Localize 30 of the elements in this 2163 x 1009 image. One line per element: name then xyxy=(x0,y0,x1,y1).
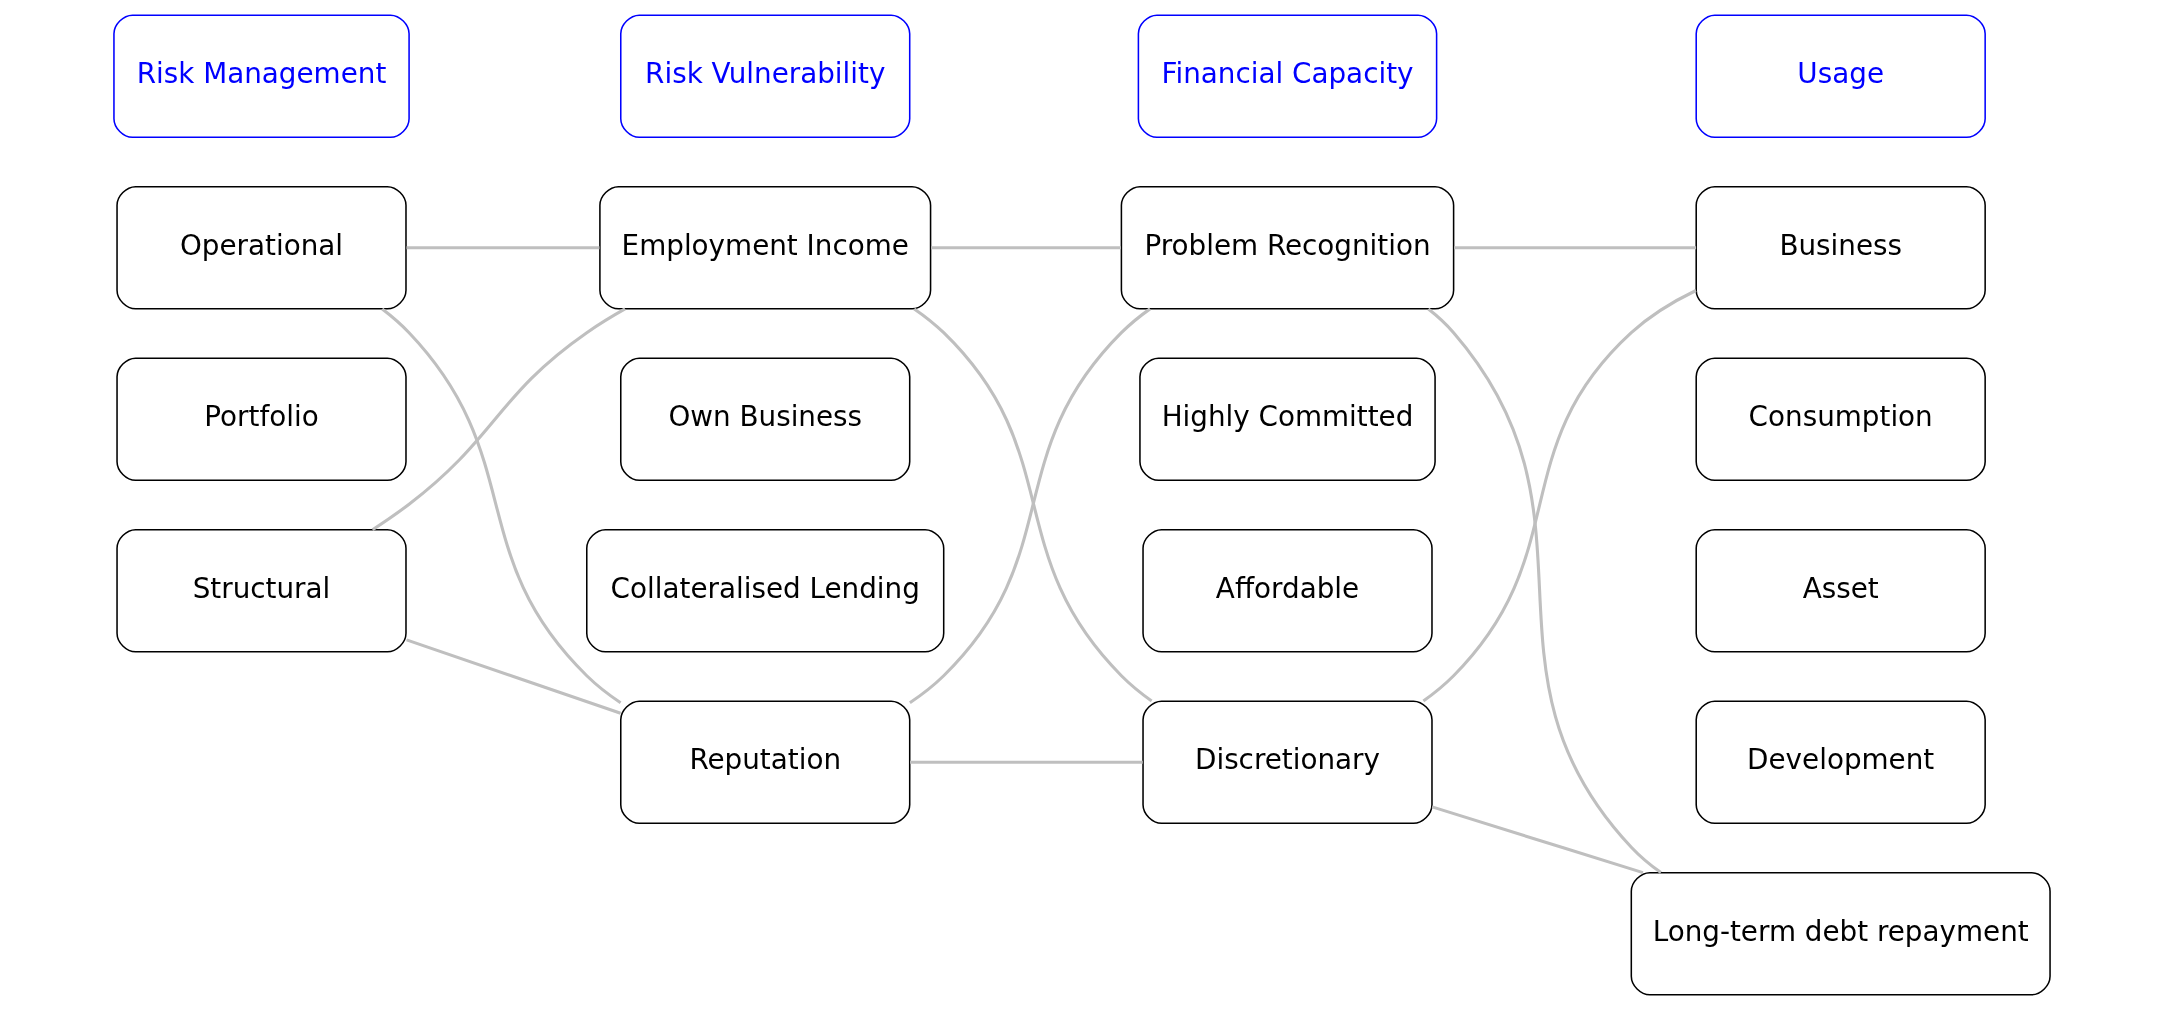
connector xyxy=(909,760,1143,764)
node-box: Business xyxy=(1694,185,1986,310)
connector xyxy=(1453,245,1696,249)
node-box: Structural xyxy=(115,528,407,653)
node-box: Portfolio xyxy=(115,356,407,481)
connector xyxy=(1426,307,1662,874)
node-box: Consumption xyxy=(1694,356,1986,481)
node-box: Problem Recognition xyxy=(1120,185,1454,310)
node-box: Own Business xyxy=(619,356,910,481)
node-box: Development xyxy=(1694,699,1986,824)
node-box: Collateralised Lending xyxy=(585,528,944,653)
node-box: Risk Vulnerability xyxy=(619,13,910,138)
connector xyxy=(371,307,626,531)
connector xyxy=(380,307,621,704)
node-box: Financial Capacity xyxy=(1137,13,1437,138)
node-box: Affordable xyxy=(1141,528,1433,653)
connector xyxy=(1431,804,1643,874)
node-box: Long-term debt repayment xyxy=(1630,871,2051,996)
node-box: Usage xyxy=(1694,13,1986,138)
node-box: Discretionary xyxy=(1141,699,1433,824)
node-box: Highly Committed xyxy=(1138,356,1436,481)
node-box: Operational xyxy=(115,185,407,310)
node-box: Employment Income xyxy=(598,185,931,310)
connector xyxy=(405,637,621,715)
node-box: Reputation xyxy=(619,699,910,824)
connector xyxy=(1421,288,1697,702)
node-box: Asset xyxy=(1694,528,1986,653)
connector xyxy=(406,245,599,249)
node-box: Risk Management xyxy=(112,13,410,138)
connector xyxy=(930,245,1121,249)
